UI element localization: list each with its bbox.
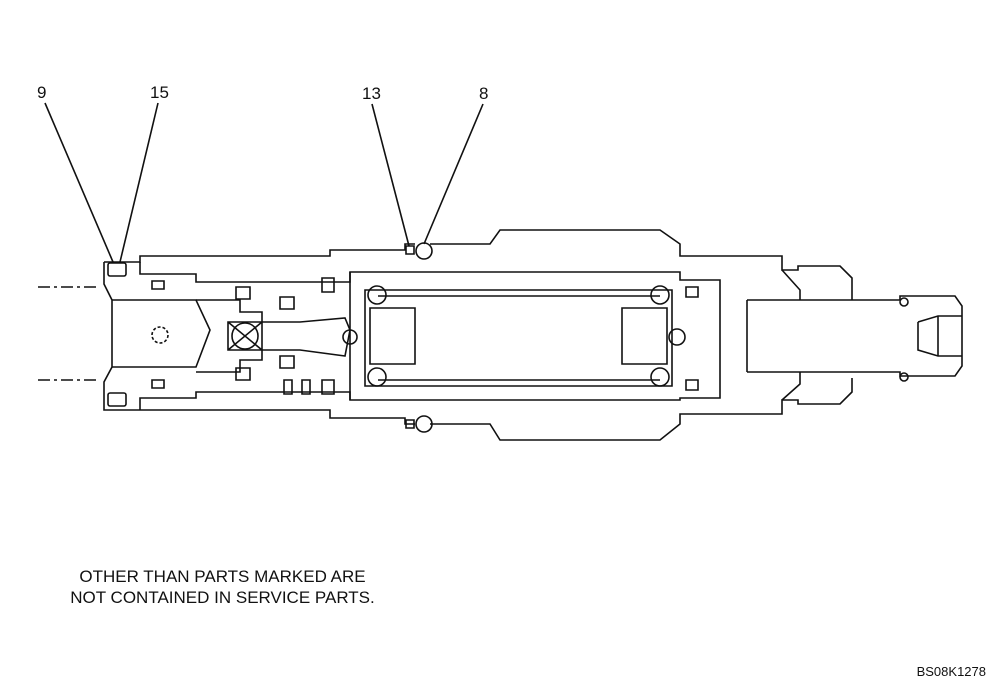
poppet-ball bbox=[232, 323, 258, 349]
shaft-chamfer bbox=[782, 270, 800, 400]
housing-outline-top bbox=[430, 230, 852, 300]
piston-chamber-inner bbox=[378, 296, 660, 380]
piston-left-block bbox=[370, 308, 415, 364]
service-parts-note: OTHER THAN PARTS MARKED ARE NOT CONTAINE… bbox=[20, 566, 425, 608]
callout-8: 8 bbox=[479, 84, 489, 103]
figure-id: BS08K1278 bbox=[916, 664, 986, 679]
leader-lines bbox=[45, 103, 483, 262]
center-plug bbox=[152, 327, 168, 343]
piston-rings bbox=[343, 286, 685, 386]
poppet-cross bbox=[228, 322, 262, 350]
callout-9: 9 bbox=[37, 83, 47, 102]
shaft-outline bbox=[852, 296, 962, 376]
piston-chamber bbox=[365, 290, 672, 386]
shaft-ball-bottom bbox=[900, 373, 908, 381]
shaft-tip bbox=[918, 316, 962, 356]
sleeve-outer bbox=[140, 262, 720, 410]
callout-13: 13 bbox=[362, 84, 381, 103]
poppet-body bbox=[112, 300, 210, 367]
body-seals bbox=[108, 263, 698, 406]
mating-lines bbox=[38, 287, 100, 380]
note-line-2: NOT CONTAINED IN SERVICE PARTS. bbox=[70, 588, 375, 607]
housing-outline-bottom bbox=[140, 378, 852, 440]
housing-outline-upper bbox=[104, 244, 415, 410]
piston-right-block bbox=[622, 308, 667, 364]
note-line-1: OTHER THAN PARTS MARKED ARE bbox=[79, 567, 366, 586]
callout-15: 15 bbox=[150, 83, 169, 102]
poppet-guide bbox=[196, 300, 350, 372]
shaft-ball-top bbox=[900, 298, 908, 306]
backup-ring-13 bbox=[406, 246, 414, 428]
